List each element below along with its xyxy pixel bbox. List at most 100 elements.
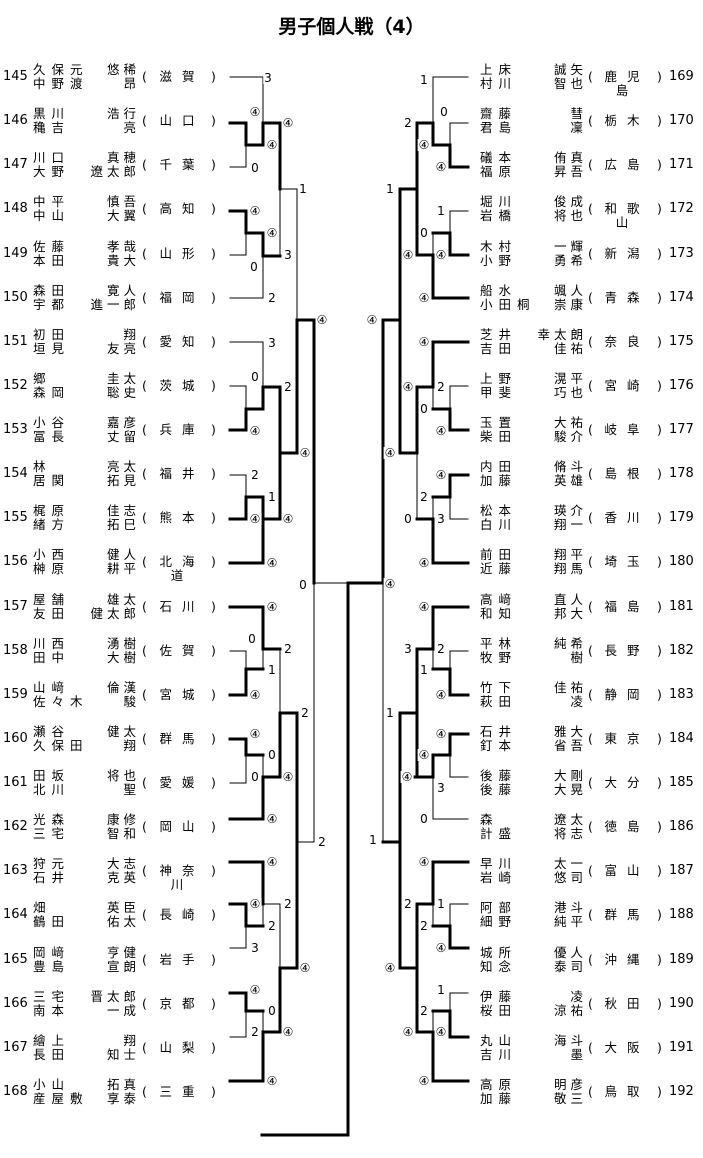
family-name: 小山 <box>33 1076 71 1092</box>
paren-open: ( <box>142 377 147 393</box>
match-score: ④ <box>383 446 397 460</box>
player-name: 知念泰司 <box>480 959 583 974</box>
entry-number: 191 <box>669 1039 694 1055</box>
match-score: ④ <box>417 748 431 762</box>
match-score: ④ <box>265 812 279 826</box>
player-name: 上床誠矢 <box>480 63 583 77</box>
paren-open: ( <box>142 863 147 879</box>
entry-players: 田坂将也北川聖 <box>33 769 136 797</box>
family-name: 川西 <box>33 635 71 651</box>
family-name: 玉置 <box>480 415 518 431</box>
match-score: ④ <box>315 313 329 327</box>
family-name: 穐吉 <box>33 120 71 136</box>
entry-players: 佐藤孝哉本田貴大 <box>33 239 136 268</box>
prefecture: 東京 <box>604 730 650 746</box>
match-score: ④ <box>434 1025 448 1039</box>
prefecture: 愛媛 <box>159 775 205 791</box>
prefecture: 大阪 <box>604 1039 650 1055</box>
entry-number: 169 <box>669 69 694 84</box>
paren-close: ) <box>657 598 662 614</box>
entry-number: 181 <box>669 598 694 614</box>
family-name: 城所 <box>480 944 518 960</box>
match-score: 1 <box>419 663 429 677</box>
player-name: 繪上翔 <box>33 1032 136 1048</box>
entry-number: 166 <box>3 995 28 1011</box>
match-score: 2 <box>317 835 327 849</box>
player-name: 小野勇希 <box>480 253 583 268</box>
prefecture: 北海道 <box>159 554 205 584</box>
match-score: 2 <box>300 706 310 720</box>
given-name: 健人 <box>106 547 140 563</box>
player-name: 吉田佳祐 <box>480 341 583 356</box>
player-name: 和知邦大 <box>480 606 583 621</box>
family-name: 繪上 <box>33 1032 71 1048</box>
match-score: ④ <box>365 313 379 327</box>
entry-number: 153 <box>3 422 28 438</box>
given-name: 巧也 <box>553 384 587 400</box>
entry-number: 151 <box>3 333 28 349</box>
given-name: 佳祐 <box>553 679 587 695</box>
match-score: ④ <box>248 983 262 997</box>
entry-number: 187 <box>669 863 694 879</box>
page-title: 男子個人戦（4） <box>278 16 425 38</box>
given-name: 駿介 <box>553 429 587 445</box>
entry-players: 船水颯人小田桐崇康 <box>480 283 583 312</box>
entry-number: 146 <box>3 113 28 129</box>
paren-close: ) <box>657 377 662 393</box>
entry-number: 145 <box>3 69 28 84</box>
entry-number: 167 <box>3 1039 28 1055</box>
given-name: 耕平 <box>106 561 140 577</box>
entry-players: 阿部港斗細野純平 <box>480 901 583 929</box>
match-score: ④ <box>417 138 431 152</box>
paren-close: ) <box>657 951 662 967</box>
player-name: 光森康修 <box>33 813 136 827</box>
player-name: 早川太一 <box>480 857 583 871</box>
player-name: 鶴田佑太 <box>33 915 136 929</box>
entry-players: 前田翔平近藤翔馬 <box>480 548 583 576</box>
entry-number: 170 <box>669 113 694 129</box>
family-name: 狩元 <box>33 856 71 872</box>
prefecture: 和歌山 <box>604 201 650 231</box>
paren-close: ) <box>657 995 662 1011</box>
given-name: 純希 <box>553 635 587 651</box>
match-score: 2 <box>283 380 293 394</box>
entry-number: 159 <box>3 686 28 702</box>
family-name: 森田 <box>33 282 71 298</box>
paren-open: ( <box>142 642 147 658</box>
paren-open: ( <box>588 598 593 614</box>
given-name: 凜 <box>570 120 587 136</box>
player-name: 後藤大剛 <box>480 769 583 783</box>
entry-number: 157 <box>3 598 28 614</box>
prefecture: 沖縄 <box>604 951 650 967</box>
paren-open: ( <box>588 951 593 967</box>
family-name: 小田桐 <box>480 296 536 312</box>
paren-open: ( <box>588 422 593 438</box>
family-name: 加藤 <box>480 1090 518 1106</box>
match-score: ④ <box>265 600 279 614</box>
given-name: 彗 <box>570 106 587 122</box>
family-name: 長田 <box>33 1046 71 1062</box>
prefecture: 神奈川 <box>159 863 205 893</box>
family-name: 高﨑 <box>480 591 518 607</box>
entry-players: 内田脩斗加藤英雄 <box>480 460 583 488</box>
given-name: 拓巳 <box>106 517 140 533</box>
paren-open: ( <box>142 907 147 923</box>
player-name: 阿部港斗 <box>480 901 583 915</box>
paren-open: ( <box>142 466 147 482</box>
family-name: 加藤 <box>480 473 518 489</box>
match-score: 2 <box>403 116 413 130</box>
given-name: 倫漢 <box>106 679 140 695</box>
match-score: ④ <box>434 688 448 702</box>
entry-players: 畑英臣鶴田佑太 <box>33 901 136 929</box>
family-name: 川口 <box>33 150 71 166</box>
